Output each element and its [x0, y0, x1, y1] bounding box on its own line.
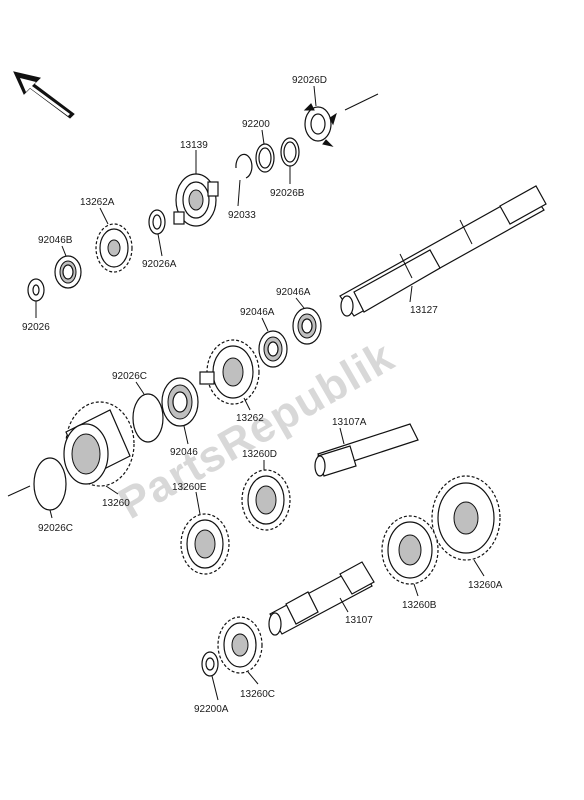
label-13260E: 13260E: [172, 482, 207, 493]
label-92026B: 92026B: [270, 188, 305, 199]
part-92033-circlip: [235, 153, 253, 179]
part-92046A-bearing-lower: [258, 330, 288, 368]
part-92200A-washer: [201, 651, 219, 677]
part-13139-shifter: [173, 173, 219, 227]
label-92026C-lower: 92026C: [38, 523, 73, 534]
label-13127: 13127: [410, 305, 438, 316]
label-13107A: 13107A: [332, 417, 367, 428]
part-92026-washer: [27, 278, 45, 302]
part-13260D-gear: [241, 469, 291, 531]
label-13262A: 13262A: [80, 197, 115, 208]
leader-lines: [35, 85, 485, 701]
part-92026C-ring-upper: [132, 393, 164, 443]
label-92200A: 92200A: [194, 704, 229, 715]
label-92046A-lower: 92046A: [240, 307, 275, 318]
label-13260C: 13260C: [240, 689, 275, 700]
label-92046A-upper: 92046A: [276, 287, 311, 298]
part-92026B-washer: [280, 137, 300, 167]
part-13107-shaft: [268, 561, 375, 636]
label-13260D: 13260D: [242, 449, 277, 460]
part-13107A-shaft: [314, 423, 419, 477]
part-92046A-bearing-upper: [292, 307, 322, 345]
part-13260-gear: [63, 401, 135, 487]
label-92033: 92033: [228, 210, 256, 221]
part-13127-output-shaft: [339, 185, 547, 317]
part-13262A-gear: [95, 223, 133, 273]
label-92026D: 92026D: [292, 75, 327, 86]
label-13260: 13260: [102, 498, 130, 509]
part-13260B-gear: [381, 515, 439, 585]
label-92026C-upper: 92026C: [112, 371, 147, 382]
part-13260C-gear: [217, 616, 263, 674]
label-13262: 13262: [236, 413, 264, 424]
front-direction-arrow-icon: [13, 71, 75, 119]
label-13139: 13139: [180, 140, 208, 151]
part-13260A-gear: [431, 475, 501, 561]
part-92026C-ring-lower: [33, 457, 67, 511]
label-13107: 13107: [345, 615, 373, 626]
label-92026: 92026: [22, 322, 50, 333]
part-92046-bearing: [161, 377, 199, 427]
label-92026A: 92026A: [142, 259, 177, 270]
part-92026D-lock-washer: [303, 103, 337, 147]
label-13260B: 13260B: [402, 600, 437, 611]
label-92046B: 92046B: [38, 235, 73, 246]
part-labels: 92026D 92200 13139 92033 92026B 13262A 9…: [22, 75, 503, 715]
part-13260E-gear: [180, 513, 230, 575]
label-13260A: 13260A: [468, 580, 503, 591]
part-92046B-bearing: [54, 255, 82, 289]
label-92200: 92200: [242, 119, 270, 130]
label-92046: 92046: [170, 447, 198, 458]
part-92200-washer: [255, 143, 275, 173]
part-13262-gear: [199, 339, 260, 405]
part-92026A-washer: [148, 209, 166, 235]
